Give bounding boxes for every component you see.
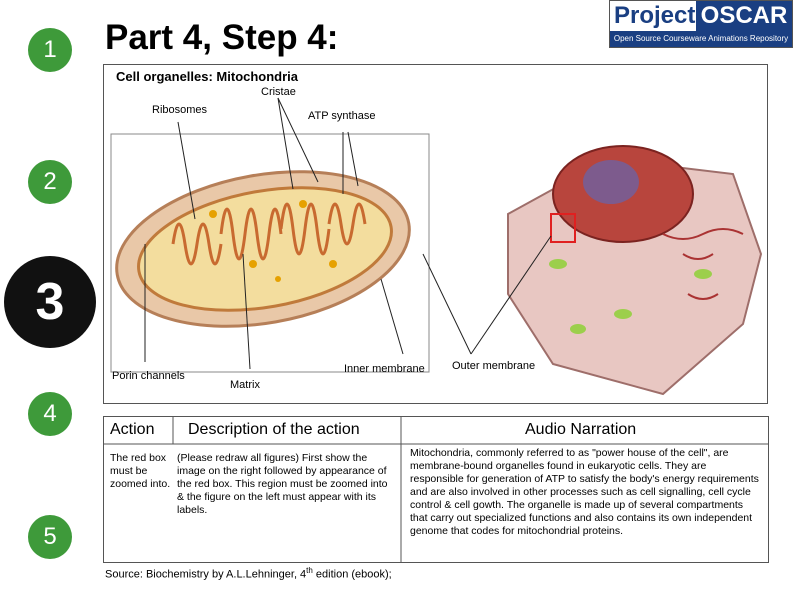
step-5-marker[interactable]: 5 [28, 515, 72, 559]
logo-tagline: Open Source Courseware Animations Reposi… [610, 31, 792, 47]
action-column-header: Action [110, 421, 155, 438]
matrix-granules [209, 200, 337, 282]
step-4-marker[interactable]: 4 [28, 392, 72, 436]
inner-membrane-shape [137, 186, 393, 312]
step-3-label: 3 [35, 273, 65, 331]
label-cristae: Cristae [261, 86, 296, 98]
label-ribosomes: Ribosomes [152, 104, 208, 116]
action-table-grid [103, 416, 769, 563]
label-inner-membrane: Inner membrane [344, 363, 425, 375]
step-2-marker[interactable]: 2 [28, 160, 72, 204]
source-superscript: th [306, 566, 313, 575]
label-porin-channels: Porin channels [112, 370, 185, 382]
description-column-header: Description of the action [188, 421, 360, 438]
step-1-label: 1 [43, 36, 57, 63]
description-cell: (Please redraw all figures) First show t… [177, 452, 388, 516]
source-suffix: edition (ebook); [312, 568, 392, 581]
cristae-folds [171, 202, 367, 266]
figure-frame [103, 64, 768, 404]
highlight-red-box [550, 213, 576, 243]
nucleus-shape [583, 160, 639, 204]
logo-word-oscar: OSCAR [696, 1, 792, 31]
step-3-marker-active[interactable]: 3 [4, 256, 96, 348]
source-prefix: Source: Biochemistry by A.L.Lehninger, 4 [105, 568, 307, 581]
figure-subtitle: Cell organelles: Mitochondria [116, 69, 299, 84]
source-citation: Source: Biochemistry by A.L.Lehninger, 4… [105, 566, 392, 581]
action-cell: The red box must be zoomed into. [110, 452, 171, 490]
cell-er-lines [662, 228, 744, 300]
cell-mitochondria-dots [549, 259, 712, 334]
page-title: Part 4, Step 4: [105, 18, 339, 57]
label-matrix: Matrix [230, 379, 260, 391]
step-4-label: 4 [43, 400, 57, 427]
audio-column-header: Audio Narration [525, 421, 637, 438]
label-outer-membrane: Outer membrane [452, 360, 536, 372]
label-atp-synthase: ATP synthase [308, 110, 376, 122]
project-oscar-logo: Project OSCAR Open Source Courseware Ani… [609, 0, 793, 48]
logo-word-project: Project [614, 2, 696, 29]
mitochondria-illustration [110, 97, 763, 396]
step-5-label: 5 [43, 523, 57, 550]
step-1-marker[interactable]: 1 [28, 28, 72, 72]
audio-narration-cell: Mitochondria, commonly referred to as "p… [410, 447, 759, 537]
label-pointer-lines [144, 97, 552, 370]
step-2-label: 2 [43, 168, 57, 195]
